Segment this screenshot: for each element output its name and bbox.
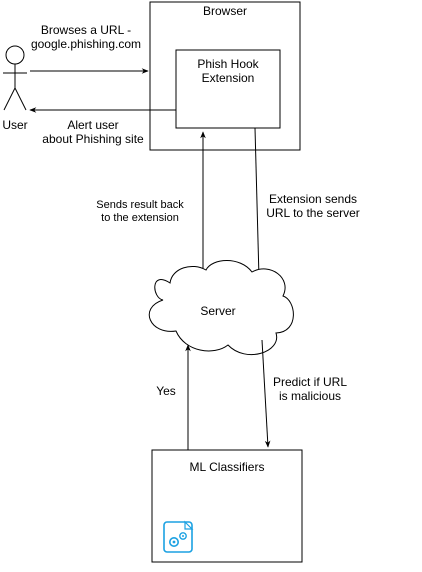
edge-predict-label-line1: Predict if URL (273, 375, 347, 389)
user-actor: User (2, 45, 28, 132)
user-leg-left (3, 87, 16, 111)
edge-yes-label: Yes (156, 384, 176, 398)
edge-ext-sends-line (254, 127, 262, 279)
edge-browse: Browses a URL - google.phishing.com (30, 23, 149, 74)
edge-predict-label-line2: is malicious (279, 389, 341, 403)
edge-ext-sends-label-line1: Extension sends (269, 192, 357, 206)
edge-result-back: Sends result back to the extension (96, 131, 206, 268)
browser-label: Browser (203, 4, 247, 18)
server-label: Server (200, 304, 235, 318)
server-cloud (148, 260, 294, 355)
user-leg-right (14, 87, 27, 111)
edge-result-back-label-line1: Sends result back (96, 199, 184, 211)
edge-result-back-label-line2: to the extension (101, 212, 179, 224)
edge-yes: Yes (156, 344, 191, 450)
user-head (5, 45, 25, 65)
extension-box (175, 49, 281, 129)
edge-predict-line (261, 339, 271, 448)
edge-alert-label-line1: Alert user (67, 118, 118, 132)
extension-label-line2: Extension (202, 71, 255, 85)
user-label: User (2, 118, 27, 132)
ml-label: ML Classifiers (190, 460, 265, 474)
edge-predict: Predict if URL is malicious (261, 339, 347, 448)
edge-ext-sends-label-line2: URL to the server (266, 206, 360, 220)
edge-ext-sends: Extension sends URL to the server (254, 127, 360, 279)
extension-label-line1: Phish Hook (197, 57, 259, 71)
ml-node: ML Classifiers (151, 449, 303, 563)
server-node: Server (148, 260, 294, 355)
gears-icon (163, 520, 194, 553)
edge-alert-label-line2: about Phishing site (42, 132, 144, 146)
edge-alert: Alert user about Phishing site (29, 107, 176, 146)
extension-node: Phish Hook Extension (175, 49, 281, 129)
edge-browse-label-line1: Browses a URL - (41, 23, 131, 37)
edge-browse-label-line2: google.phishing.com (31, 37, 141, 51)
